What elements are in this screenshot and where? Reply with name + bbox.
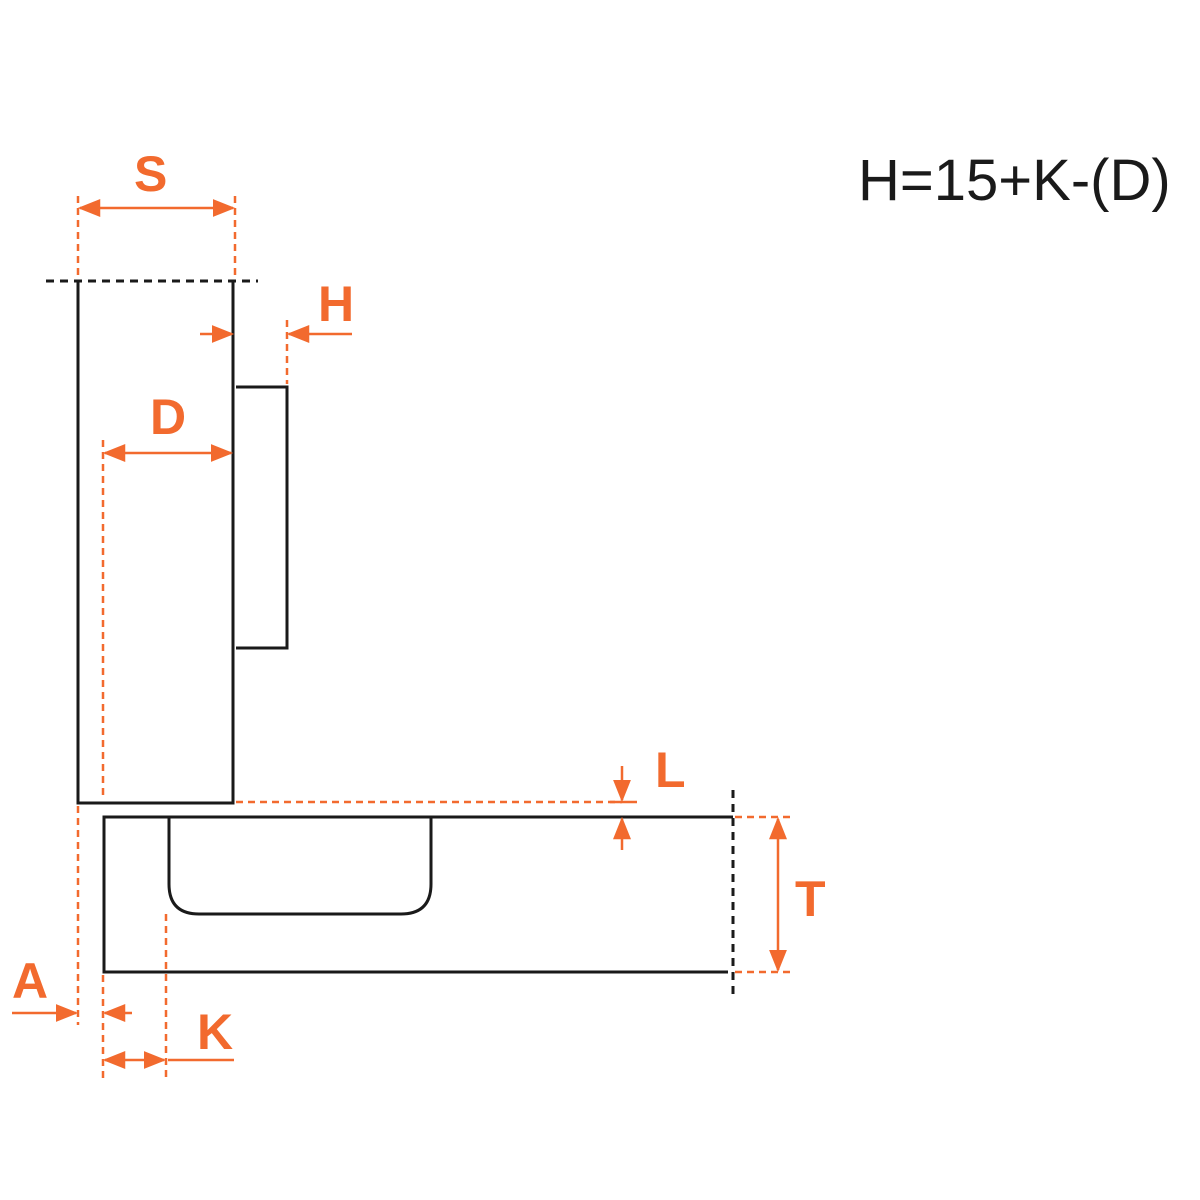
label-d: D [150,389,186,445]
cabinet-side-outline [76,282,235,805]
hinge-plate-outline [236,385,289,650]
label-h: H [318,276,354,332]
label-s: S [134,146,167,202]
label-a: A [12,953,48,1009]
label-t: T [795,871,826,927]
door-panel-outline [102,815,728,974]
hinge-cup-outline [167,817,433,916]
dimension-lines [12,199,792,1069]
formula-text: H=15+K-(D) [858,148,1171,213]
label-k: K [197,1004,233,1060]
label-l: L [655,742,686,798]
